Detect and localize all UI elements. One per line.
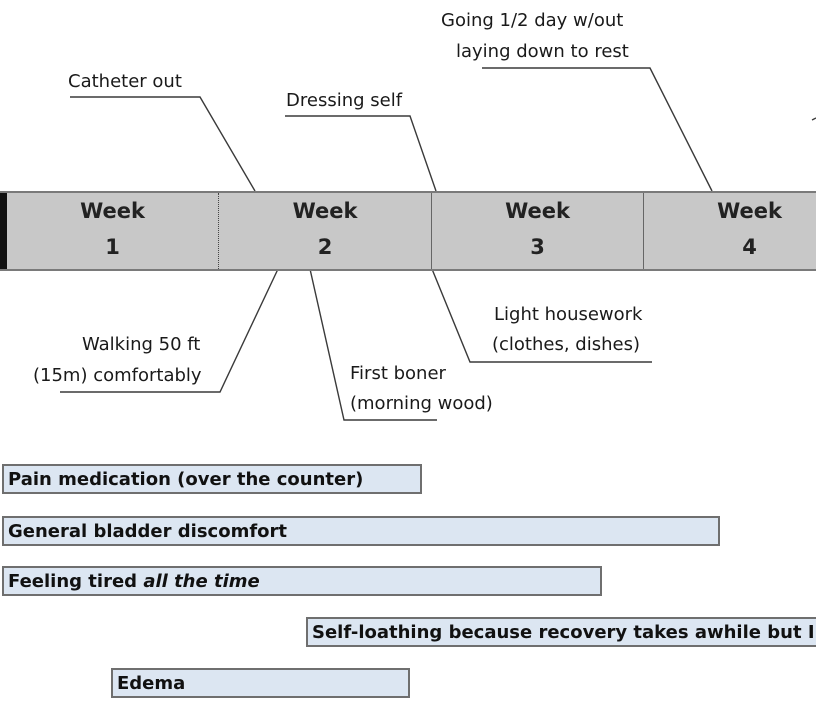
bar-self-loathing-text: Self-loathing because recovery takes awh… xyxy=(312,622,816,643)
milestone-going-half-day-line2: laying down to rest xyxy=(456,41,629,62)
leader-first-boner xyxy=(309,268,437,421)
milestone-housework-line2: (clothes, dishes) xyxy=(492,334,640,355)
week-divider-1 xyxy=(218,193,219,269)
week-3-label: Week xyxy=(505,199,570,223)
leader-going-half-day xyxy=(482,67,713,192)
leader-offscreen xyxy=(811,117,816,121)
leader-walking xyxy=(60,268,279,393)
week-divider-2 xyxy=(431,193,432,269)
milestone-walking-line1: Walking 50 ft xyxy=(82,334,201,355)
leader-dressing-self xyxy=(285,115,437,192)
week-3-cell: Week 3 xyxy=(432,193,643,269)
milestone-catheter-out: Catheter out xyxy=(68,71,182,92)
week-divider-3 xyxy=(643,193,644,269)
week-2-label: Week xyxy=(292,199,358,223)
week-1-label: Week xyxy=(80,199,145,223)
bar-feeling-tired-emphasis: all the time xyxy=(143,571,260,592)
milestone-dressing-self: Dressing self xyxy=(286,90,403,111)
week-1-number: 1 xyxy=(105,235,120,259)
milestone-first-boner-line1: First boner xyxy=(350,363,446,384)
bar-feeling-tired: Feeling tired all the time xyxy=(2,566,602,596)
milestone-walking-line2: (15m) comfortably xyxy=(33,365,202,386)
week-2-number: 2 xyxy=(317,235,333,259)
bar-pain-medication-text: Pain medication (over the counter) xyxy=(8,469,364,490)
week-2-cell: Week 2 xyxy=(219,193,431,269)
week-timeline: Week 1 Week 2 Week 3 Week 4 xyxy=(0,191,816,271)
milestone-first-boner-line2: (morning wood) xyxy=(350,393,493,414)
bar-bladder-discomfort-text: General bladder discomfort xyxy=(8,521,288,542)
week-4-label: Week xyxy=(717,199,782,223)
bar-self-loathing: Self-loathing because recovery takes awh… xyxy=(306,617,816,647)
bar-bladder-discomfort: General bladder discomfort xyxy=(2,516,720,546)
milestone-housework-line1: Light housework xyxy=(494,304,643,325)
leader-catheter-out xyxy=(70,96,256,192)
milestone-going-half-day-line1: Going 1/2 day w/out xyxy=(441,10,624,31)
week-3-number: 3 xyxy=(530,235,545,259)
bar-pain-medication: Pain medication (over the counter) xyxy=(2,464,422,494)
week-4-number: 4 xyxy=(742,235,757,259)
timeline-left-cap xyxy=(0,193,7,269)
week-1-cell: Week 1 xyxy=(7,193,218,269)
bar-edema: Edema xyxy=(111,668,410,698)
bar-feeling-tired-text: Feeling tired xyxy=(8,571,144,592)
leader-housework xyxy=(431,268,652,363)
week-4-cell: Week 4 xyxy=(644,193,816,269)
bar-edema-text: Edema xyxy=(117,673,186,694)
